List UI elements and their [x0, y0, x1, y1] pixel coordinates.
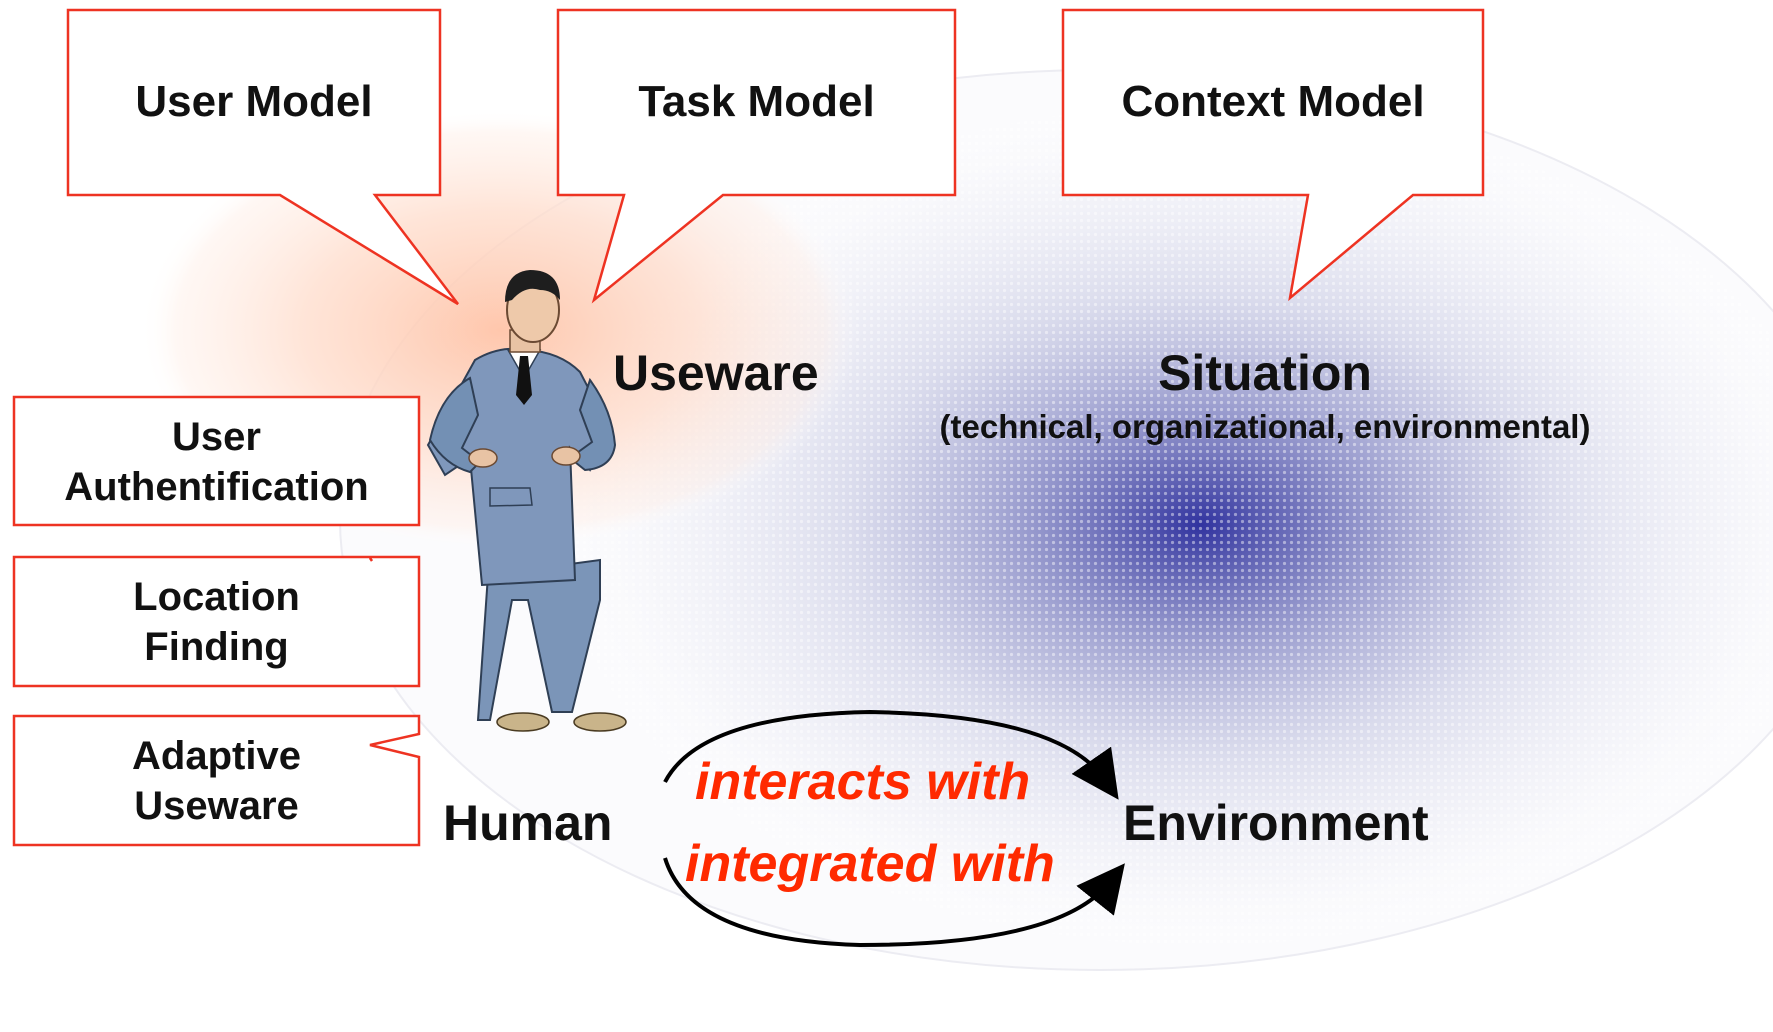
- location-box: [12, 555, 421, 688]
- authentication-line1: User: [172, 415, 261, 459]
- task-model-label: Task Model: [638, 77, 875, 126]
- worker-figure-icon: [426, 270, 627, 732]
- user-model-callout: [66, 8, 459, 306]
- interacts-with-label: interacts with: [695, 753, 1031, 811]
- adaptive-line2: Useware: [134, 784, 299, 828]
- location-label: Location Finding: [14, 572, 419, 672]
- authentication-label: User Authentification: [14, 412, 419, 512]
- useware-label: Useware: [613, 345, 819, 401]
- location-line1: Location: [133, 575, 300, 619]
- context-model-label: Context Model: [1121, 77, 1425, 126]
- integrated-with-label: integrated with: [685, 835, 1055, 893]
- situation-glow: [560, 105, 1773, 945]
- adaptive-line1: Adaptive: [132, 734, 301, 778]
- context-model-callout: [1061, 8, 1485, 302]
- adaptive-box: [12, 714, 421, 847]
- human-label: Human: [443, 795, 613, 851]
- environment-label: Environment: [1123, 795, 1429, 851]
- authentication-box: [12, 395, 421, 527]
- interacts-arrow: [663, 709, 1119, 800]
- user-model-label: User Model: [135, 77, 373, 126]
- task-model-callout: [556, 8, 957, 304]
- situation-label: Situation: [1158, 345, 1372, 401]
- authentication-line2: Authentification: [64, 465, 369, 509]
- location-line2: Finding: [144, 625, 289, 669]
- adaptive-label: Adaptive Useware: [14, 731, 419, 831]
- integrated-arrow: [663, 857, 1125, 948]
- situation-subtitle: (technical, organizational, environmenta…: [939, 408, 1591, 445]
